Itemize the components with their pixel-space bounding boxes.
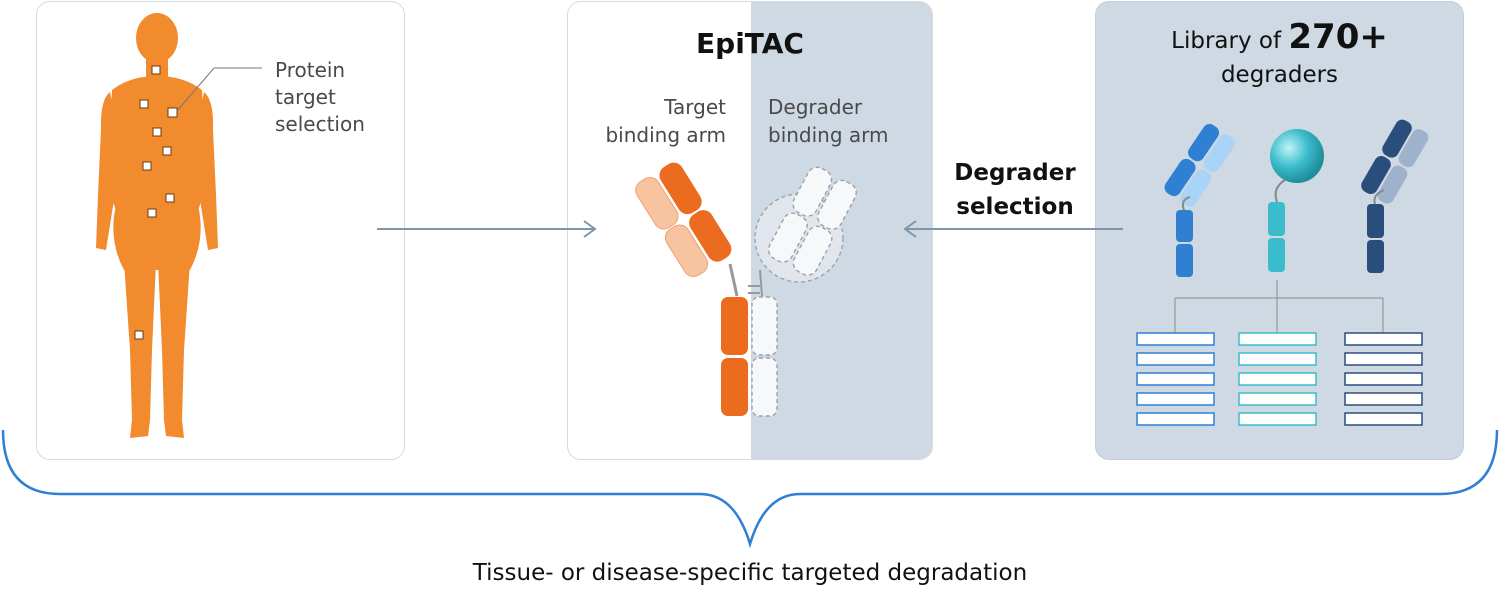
arrow-from-library <box>903 220 1123 238</box>
library-title-suffix: degraders <box>1220 62 1339 88</box>
target-binding-arm-label: Target binding arm <box>578 93 726 149</box>
label-line: Protein <box>275 58 346 82</box>
blue-degrader-icon <box>1164 124 1235 277</box>
blue-library-stack <box>1136 332 1215 426</box>
navy-degrader-icon <box>1361 119 1429 273</box>
label-line: Degrader <box>768 95 863 119</box>
label-line: Degrader <box>954 160 1076 186</box>
protein-target-selection-label: Protein target selection <box>275 57 365 138</box>
label-line: Target <box>664 95 726 119</box>
label-line: binding arm <box>605 123 726 147</box>
navy-library-stack <box>1344 332 1423 426</box>
degrader-binding-arm-icon <box>751 166 857 417</box>
target-binding-arm-icon <box>635 162 748 416</box>
library-tree-lines <box>1174 280 1384 333</box>
label-line: selection <box>956 194 1074 220</box>
label-line: selection <box>275 112 365 136</box>
epitac-title: EpiTAC <box>696 27 804 60</box>
bottom-brace <box>1 429 1499 549</box>
human-body-icon <box>96 13 218 438</box>
protein-callout-line <box>176 67 262 112</box>
hinge-link <box>748 269 763 297</box>
arrow-to-epitac <box>377 220 597 238</box>
teal-library-stack <box>1238 332 1317 426</box>
label-line: binding arm <box>768 123 889 147</box>
bottom-caption: Tissue- or disease-specific targeted deg… <box>472 560 1028 586</box>
protein-target-markers <box>134 65 178 340</box>
degrader-selection-label: Degrader selection <box>940 156 1090 224</box>
library-title-prefix: Library of <box>1171 28 1282 54</box>
label-line: target <box>275 85 336 109</box>
teal-sphere-degrader-icon <box>1268 129 1324 272</box>
library-title: Library of 270+ degraders <box>1095 20 1464 92</box>
library-count: 270+ <box>1288 17 1388 57</box>
degrader-binding-arm-label: Degrader binding arm <box>768 93 889 149</box>
library-title-line-1: Library of 270+ <box>1095 20 1464 58</box>
